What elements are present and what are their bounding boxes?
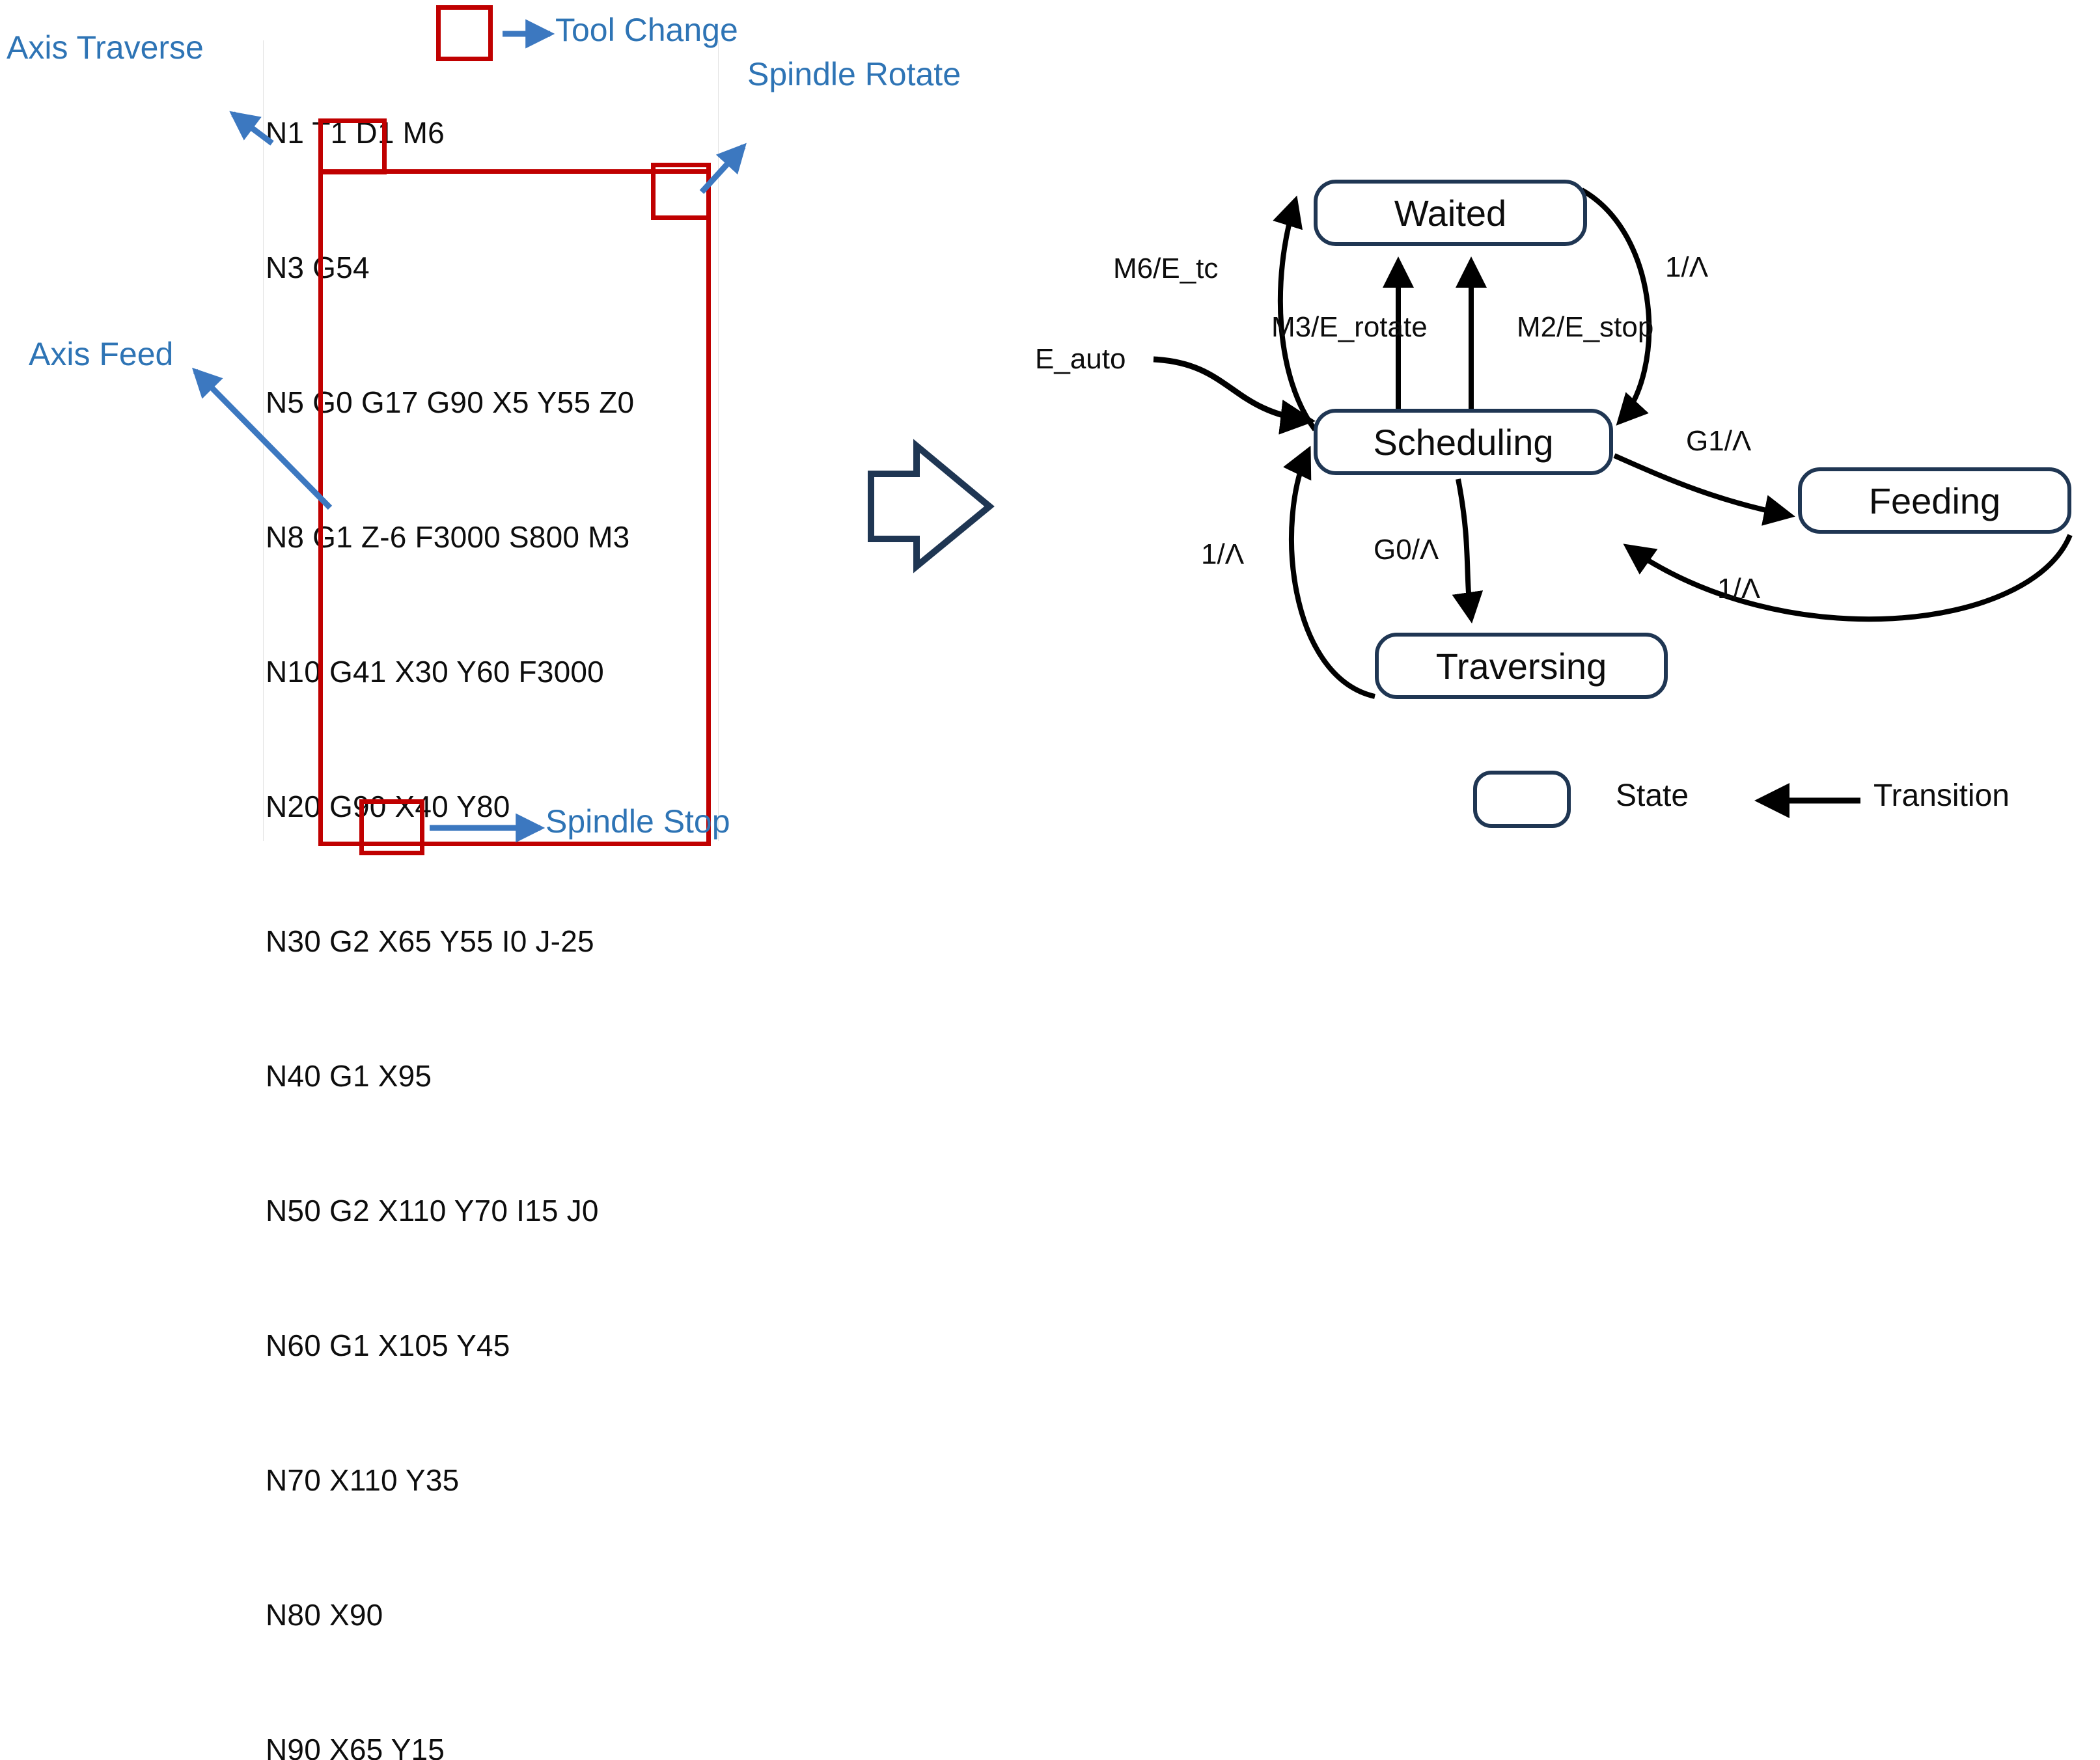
legend-transition-label: Transition [1873, 778, 2010, 813]
legend-state-shape [1473, 771, 1571, 828]
gcode-line: N30 G2 X65 Y55 I0 J-25 [266, 924, 594, 958]
callout-spindle-stop: Spindle Stop [546, 803, 730, 840]
edge-one-lambda-bottom [1623, 534, 2073, 622]
gcode-line: N60 G1 X105 Y45 [266, 1328, 510, 1362]
edge-one-lambda-top [1581, 187, 1652, 426]
edge-label-one-lambda-bottom: 1/Λ [1717, 573, 1761, 605]
legend-transition-arrow-icon [1754, 783, 1860, 818]
gcode-line: N20 G90 X40 Y80 [266, 790, 510, 823]
edge-label-g0-lambda: G0/Λ [1374, 534, 1439, 566]
block-arrow-right-icon [868, 439, 995, 573]
legend-state-label: State [1616, 778, 1689, 813]
gcode-line: N70 X110 Y35 [266, 1463, 460, 1497]
state-waited[interactable]: Waited [1314, 180, 1587, 246]
arrow-axis-feed [191, 367, 333, 510]
arrow-axis-traverse [229, 111, 274, 146]
edge-e-auto [1153, 356, 1316, 435]
state-scheduling[interactable]: Scheduling [1314, 409, 1613, 475]
edge-label-m3-rotate: M3/E_rotate [1271, 311, 1428, 343]
gcode-line: N90 X65 Y15 [266, 1733, 445, 1760]
gcode-line: N40 G1 X95 [266, 1059, 432, 1093]
highlight-box-m6 [436, 5, 493, 61]
edge-label-one-lambda-left: 1/Λ [1201, 538, 1245, 570]
callout-tool-change: Tool Change [555, 12, 738, 48]
highlight-box-m3 [651, 163, 711, 220]
highlight-box-g0 [318, 118, 387, 174]
callout-arrows [191, 19, 747, 843]
gcode-line: N80 X90 [266, 1598, 383, 1632]
edge-label-m6-tc: M6/E_tc [1113, 253, 1219, 284]
callout-spindle-rotate: Spindle Rotate [747, 56, 961, 92]
gcode-line: N50 G2 X110 Y70 I15 J0 [266, 1194, 599, 1228]
highlight-box-program-body [318, 169, 711, 846]
arrow-spindle-rotate [699, 143, 747, 195]
state-traversing[interactable]: Traversing [1375, 633, 1668, 699]
state-machine-edges [1153, 187, 2073, 699]
gcode-line: N8 G1 Z-6 F3000 S800 M3 [266, 520, 630, 554]
edge-label-g1-lambda: G1/Λ [1686, 425, 1752, 457]
callout-axis-traverse: Axis Traverse [7, 29, 204, 66]
highlight-box-m2 [359, 799, 424, 855]
edge-one-lambda-left [1283, 445, 1375, 699]
callout-axis-feed: Axis Feed [29, 336, 174, 372]
edge-label-m2-stop: M2/E_stop [1517, 311, 1654, 343]
gcode-line: N10 G41 X30 Y60 F3000 [266, 655, 604, 689]
state-feeding[interactable]: Feeding [1798, 467, 2071, 534]
edge-g1-lambda [1613, 453, 1795, 526]
edge-g0-lambda [1452, 478, 1484, 624]
edge-label-e-auto: E_auto [1035, 343, 1126, 375]
gcode-line: N1 T1 D1 M6 [266, 116, 445, 150]
edge-label-one-lambda-top: 1/Λ [1665, 251, 1709, 283]
